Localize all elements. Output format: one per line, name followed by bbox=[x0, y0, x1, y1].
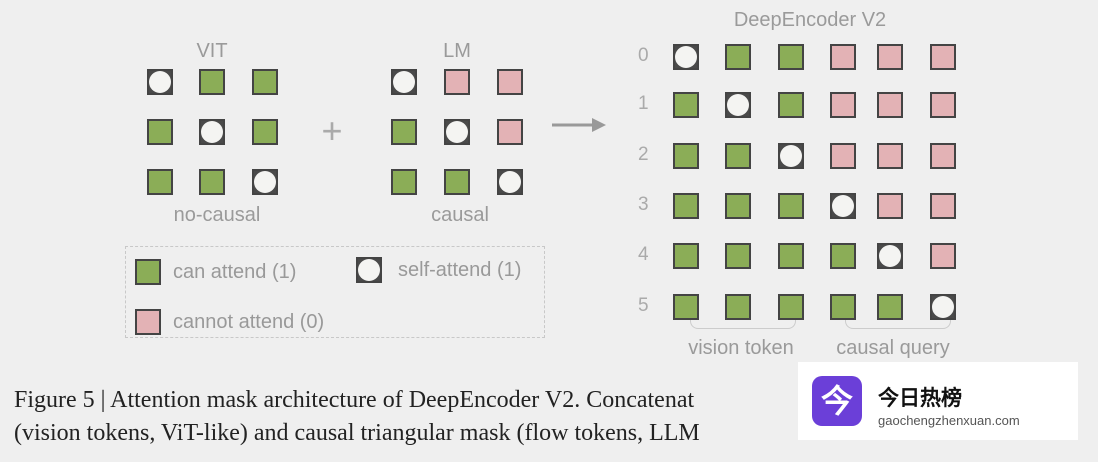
legend-block-label: cannot attend (0) bbox=[173, 311, 325, 333]
legend-self-label: self-attend (1) bbox=[398, 259, 522, 281]
legend-attend-swatch bbox=[135, 259, 161, 285]
deep-cell-attend bbox=[778, 44, 804, 70]
lm-cell-self bbox=[444, 119, 470, 145]
deep-cell-self bbox=[778, 143, 804, 169]
vision-token-label: vision token bbox=[688, 337, 794, 359]
legend-self-swatch bbox=[356, 257, 382, 283]
lm-cell-block bbox=[444, 69, 470, 95]
deep-cell-attend bbox=[673, 92, 699, 118]
deep-cell-self bbox=[673, 44, 699, 70]
deep-cell-attend bbox=[877, 294, 903, 320]
deep-cell-block bbox=[877, 44, 903, 70]
plus-sign: + bbox=[321, 110, 343, 151]
deep-cell-block bbox=[877, 193, 903, 219]
row-label: 2 bbox=[638, 144, 649, 165]
caption-line-1: Figure 5 | Attention mask architecture o… bbox=[14, 387, 695, 413]
vit-cell-self bbox=[252, 169, 278, 195]
watermark-badge[interactable]: 今 今日热榜 gaochengzhenxuan.com bbox=[798, 362, 1078, 440]
deep-cell-self bbox=[830, 193, 856, 219]
watermark-url: gaochengzhenxuan.com bbox=[878, 413, 1020, 428]
lm-title: LM bbox=[443, 40, 471, 62]
lm-cell-attend bbox=[391, 119, 417, 145]
vit-cell-attend bbox=[199, 69, 225, 95]
lm-cell-self bbox=[497, 169, 523, 195]
lm-cell-self bbox=[391, 69, 417, 95]
deep-cell-block bbox=[930, 243, 956, 269]
legend-block-swatch bbox=[135, 309, 161, 335]
vit-cell-attend bbox=[252, 119, 278, 145]
caption-line-2: (vision tokens, ViT-like) and causal tri… bbox=[14, 420, 700, 446]
vit-title: VIT bbox=[196, 40, 228, 62]
deep-cell-attend bbox=[830, 294, 856, 320]
vit-cell-attend bbox=[147, 119, 173, 145]
deep-cell-attend bbox=[673, 193, 699, 219]
lm-cell-attend bbox=[444, 169, 470, 195]
deep-cell-attend bbox=[778, 243, 804, 269]
arrow-right-icon bbox=[552, 118, 606, 132]
deep-cell-self bbox=[725, 92, 751, 118]
lm-cell-attend bbox=[391, 169, 417, 195]
deep-cell-block bbox=[877, 92, 903, 118]
deep-cell-self bbox=[877, 243, 903, 269]
vit-subtitle: no-causal bbox=[173, 204, 261, 226]
deep-cell-attend bbox=[673, 294, 699, 320]
row-label: 5 bbox=[638, 295, 649, 316]
deep-cell-block bbox=[830, 143, 856, 169]
deep-cell-block bbox=[930, 92, 956, 118]
vit-cell-self bbox=[199, 119, 225, 145]
row-label: 1 bbox=[638, 93, 649, 114]
deep-title: DeepEncoder V2 bbox=[733, 9, 887, 31]
lm-subtitle: causal bbox=[431, 204, 489, 226]
deep-cell-block bbox=[877, 143, 903, 169]
row-label: 0 bbox=[638, 45, 649, 66]
watermark-title: 今日热榜 bbox=[878, 386, 962, 410]
deep-cell-attend bbox=[830, 243, 856, 269]
causal-brace bbox=[845, 320, 951, 329]
deep-cell-block bbox=[830, 44, 856, 70]
lm-cell-block bbox=[497, 119, 523, 145]
deep-cell-attend bbox=[673, 143, 699, 169]
deep-cell-attend bbox=[725, 44, 751, 70]
causal-query-label: causal query bbox=[836, 337, 950, 359]
vit-cell-attend bbox=[252, 69, 278, 95]
deep-cell-block bbox=[930, 44, 956, 70]
deep-cell-attend bbox=[778, 294, 804, 320]
figure-caption: Figure 5 | Attention mask architecture o… bbox=[14, 384, 700, 450]
vision-brace bbox=[690, 320, 796, 329]
lm-cell-block bbox=[497, 69, 523, 95]
deep-cell-attend bbox=[673, 243, 699, 269]
deep-cell-self bbox=[930, 294, 956, 320]
row-label: 3 bbox=[638, 194, 649, 215]
vit-cell-self bbox=[147, 69, 173, 95]
deep-cell-block bbox=[830, 92, 856, 118]
deep-cell-attend bbox=[725, 294, 751, 320]
row-label: 4 bbox=[638, 244, 649, 265]
vit-cell-attend bbox=[147, 169, 173, 195]
deep-cell-block bbox=[930, 193, 956, 219]
vit-cell-attend bbox=[199, 169, 225, 195]
deep-cell-attend bbox=[725, 143, 751, 169]
legend-attend-label: can attend (1) bbox=[173, 261, 297, 283]
watermark-logo-icon: 今 bbox=[812, 376, 862, 426]
deep-cell-attend bbox=[778, 193, 804, 219]
deep-cell-attend bbox=[725, 243, 751, 269]
deep-cell-attend bbox=[778, 92, 804, 118]
legend: can attend (1) self-attend (1) cannot at… bbox=[125, 246, 545, 338]
deep-cell-attend bbox=[725, 193, 751, 219]
deep-cell-block bbox=[930, 143, 956, 169]
